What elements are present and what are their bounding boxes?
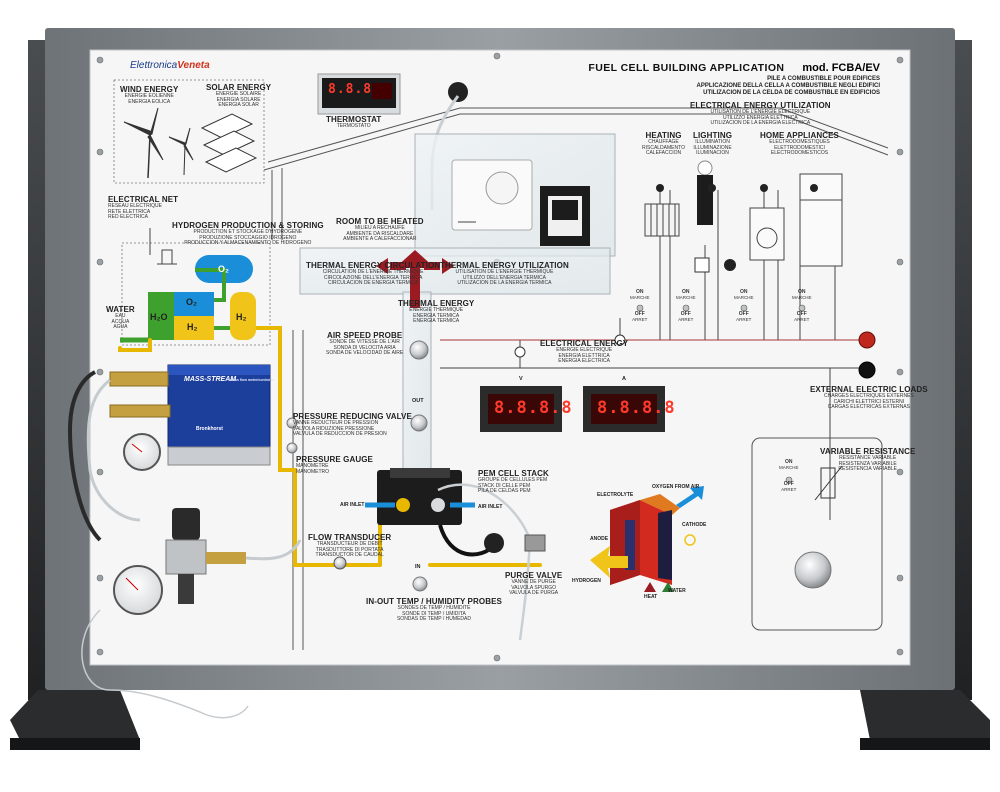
label-pressure-reducing-valve: PRESSURE REDUCING VALVE VANNE REDUCTEUR … [293,412,412,437]
gas-label-h2-tank: H₂ [236,312,247,322]
wind-turbine-icon [123,107,194,179]
variable-resistance-panel [751,437,883,631]
fuel-cell-heat-label: HEAT [644,594,658,600]
brand-logo: ElettronicaVeneta [130,60,210,71]
washing-machine-icon [749,207,785,261]
fuel-cell-water-label: WATER [668,588,686,594]
room-to-be-heated-box [299,133,616,473]
volt-unit: V [519,376,523,382]
label-thermostat: THERMOSTAT TERMOSTATO [326,115,382,130]
thermostat-display [317,73,401,115]
fuel-cell-oxygen-label: OXYGEN FROM AIR [652,484,700,490]
terminal-negative[interactable] [858,361,876,379]
pressure-gauge-upper [123,433,161,471]
voltage-readout: 8.8.8.8 [494,398,573,418]
fuel-cell-electrolyte-label: ELECTROLYTE [597,492,634,498]
pressure-gauge-lower [113,565,163,615]
room-heater-unit [540,186,590,246]
in-port-label: IN [415,564,421,570]
amp-unit: A [622,376,626,382]
air-inlet-left: AIR INLET [340,502,365,508]
gas-label-o2: O₂ [186,297,197,307]
mass-stream-brand: MASS-STREAM [184,376,237,383]
current-readout: 8.8.8.8 [597,398,676,418]
room-thermostat [451,159,533,231]
thermostat-probe-port [448,82,468,102]
refrigerator-icon [799,173,843,267]
solar-panel-icon [200,113,258,173]
hydrogen-pipe [118,338,542,567]
fuel-cell-diagram [590,486,704,592]
fuel-cell-hydrogen-label: HYDROGEN [572,578,601,584]
resistance-knob[interactable] [794,551,832,589]
terminal-positive[interactable] [858,331,876,349]
model-number: mod. FCBA/EV [802,62,880,74]
fuel-cell-anode-label: ANODE [590,536,609,542]
hydrogen-production-diagram [120,228,282,346]
out-port-label: OUT [412,398,424,404]
bronkhorst-brand: Bronkhorst [196,426,223,432]
fuel-cell-cathode-label: CATHODE [682,522,707,528]
mass-flow-controller [109,364,271,466]
label-electrical-energy-utilization: ELECTRICAL ENERGY UTILIZATION UTILISATIO… [690,101,831,126]
label-external-electric-loads: EXTERNAL ELECTRIC LOADS CHARGES ELECTRIQ… [810,385,928,410]
ammeter [583,386,665,432]
gas-label-h2: H₂ [187,322,198,332]
label-temp-humidity-probes: IN-OUT TEMP / HUMIDITY PROBES SONDES DE … [366,597,502,622]
label-air-speed-probe: AIR SPEED PROBE SONDE DE VITESSE DE L'AI… [326,331,404,356]
gas-label-o2-top: O₂ [218,264,229,274]
pem-cell-stack [365,468,475,525]
radiator-icon [644,203,680,237]
gas-label-h2o: H₂O [150,312,168,322]
voltmeter [480,386,562,432]
light-bulb-lamp [697,160,713,225]
air-inlet-right: AIR INLET [478,504,503,510]
label-hydrogen-production: HYDROGEN PRODUCTION & STORING PRODUCTION… [172,221,324,246]
label-thermal-energy-utilization: THERMAL ENERGY UTILIZATION UTILISATION D… [440,261,569,286]
thermostat-readout: 8.8.8 [328,82,373,97]
label-thermal-energy-circulation: THERMAL ENERGY CIRCULATION CIRCULATION D… [306,261,441,286]
pressure-regulator [165,508,246,604]
thermal-flow-arrows [376,250,454,308]
mass-stream-sub: mass flow meter/controller [230,378,275,382]
